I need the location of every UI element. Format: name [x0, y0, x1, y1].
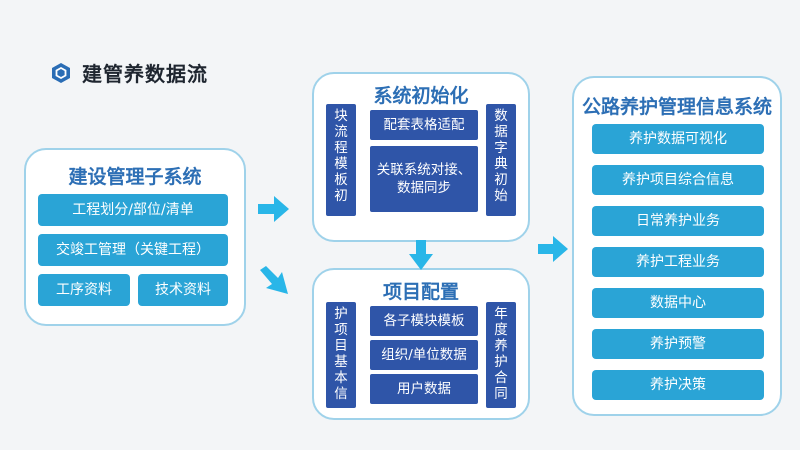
construction-item-acceptance[interactable]: 交竣工管理（关键工程） [38, 234, 228, 266]
highway-item-decision[interactable]: 养护决策 [592, 370, 764, 400]
construction-title: 建设管理子系统 [68, 166, 202, 188]
construction-item-tech-docs[interactable]: 技术资料 [138, 274, 228, 306]
sysinit-panel: 系统初始化 块流程模板初 配套表格适配 关联系统对接、数据同步 数据字典初始 [312, 72, 530, 242]
highway-item-data-center[interactable]: 数据中心 [592, 288, 764, 318]
page-title: 建管养数据流 [82, 62, 208, 86]
arrow-right-icon [538, 236, 568, 262]
sysinit-table-adapt[interactable]: 配套表格适配 [370, 110, 478, 140]
construction-panel: 建设管理子系统 工程划分/部位/清单 交竣工管理（关键工程） 工序资料 技术资料 [24, 148, 246, 326]
project-org-data[interactable]: 组织/单位数据 [370, 340, 478, 370]
sysinit-left-vertical[interactable]: 块流程模板初 [326, 104, 356, 216]
highway-item-warning[interactable]: 养护预警 [592, 329, 764, 359]
construction-item-division[interactable]: 工程划分/部位/清单 [38, 194, 228, 226]
highway-panel: 公路养护管理信息系统 养护数据可视化 养护项目综合信息 日常养护业务 养护工程业… [572, 76, 782, 416]
sysinit-right-vertical-text: 数据字典初始 [494, 108, 508, 204]
highway-item-engineering[interactable]: 养护工程业务 [592, 247, 764, 277]
project-right-vertical[interactable]: 年度养护合同 [486, 302, 516, 408]
construction-item-process-docs[interactable]: 工序资料 [38, 274, 130, 306]
header: 建管养数据流 [50, 58, 208, 87]
project-panel: 项目配置 护项目基本信 各子模块模板 组织/单位数据 用户数据 年度养护合同 [312, 268, 530, 420]
project-left-vertical[interactable]: 护项目基本信 [326, 302, 356, 408]
arrow-down-right-icon [260, 266, 288, 294]
highway-item-daily[interactable]: 日常养护业务 [592, 206, 764, 236]
project-right-vertical-text: 年度养护合同 [494, 306, 508, 402]
project-left-vertical-text: 护项目基本信 [334, 306, 348, 402]
highway-title: 公路养护管理信息系统 [581, 96, 772, 118]
sysinit-title: 系统初始化 [373, 85, 469, 107]
highway-item-project-info[interactable]: 养护项目综合信息 [592, 165, 764, 195]
arrow-down-icon [409, 240, 433, 270]
sysinit-sync[interactable]: 关联系统对接、数据同步 [370, 146, 478, 212]
arrow-right-icon [258, 196, 289, 222]
hexagon-icon [52, 62, 70, 83]
sysinit-left-vertical-text: 块流程模板初 [334, 108, 348, 204]
highway-item-visualization[interactable]: 养护数据可视化 [592, 124, 764, 154]
project-user-data[interactable]: 用户数据 [370, 374, 478, 404]
sysinit-right-vertical[interactable]: 数据字典初始 [486, 104, 516, 216]
project-module-template[interactable]: 各子模块模板 [370, 306, 478, 336]
project-title: 项目配置 [382, 281, 459, 303]
